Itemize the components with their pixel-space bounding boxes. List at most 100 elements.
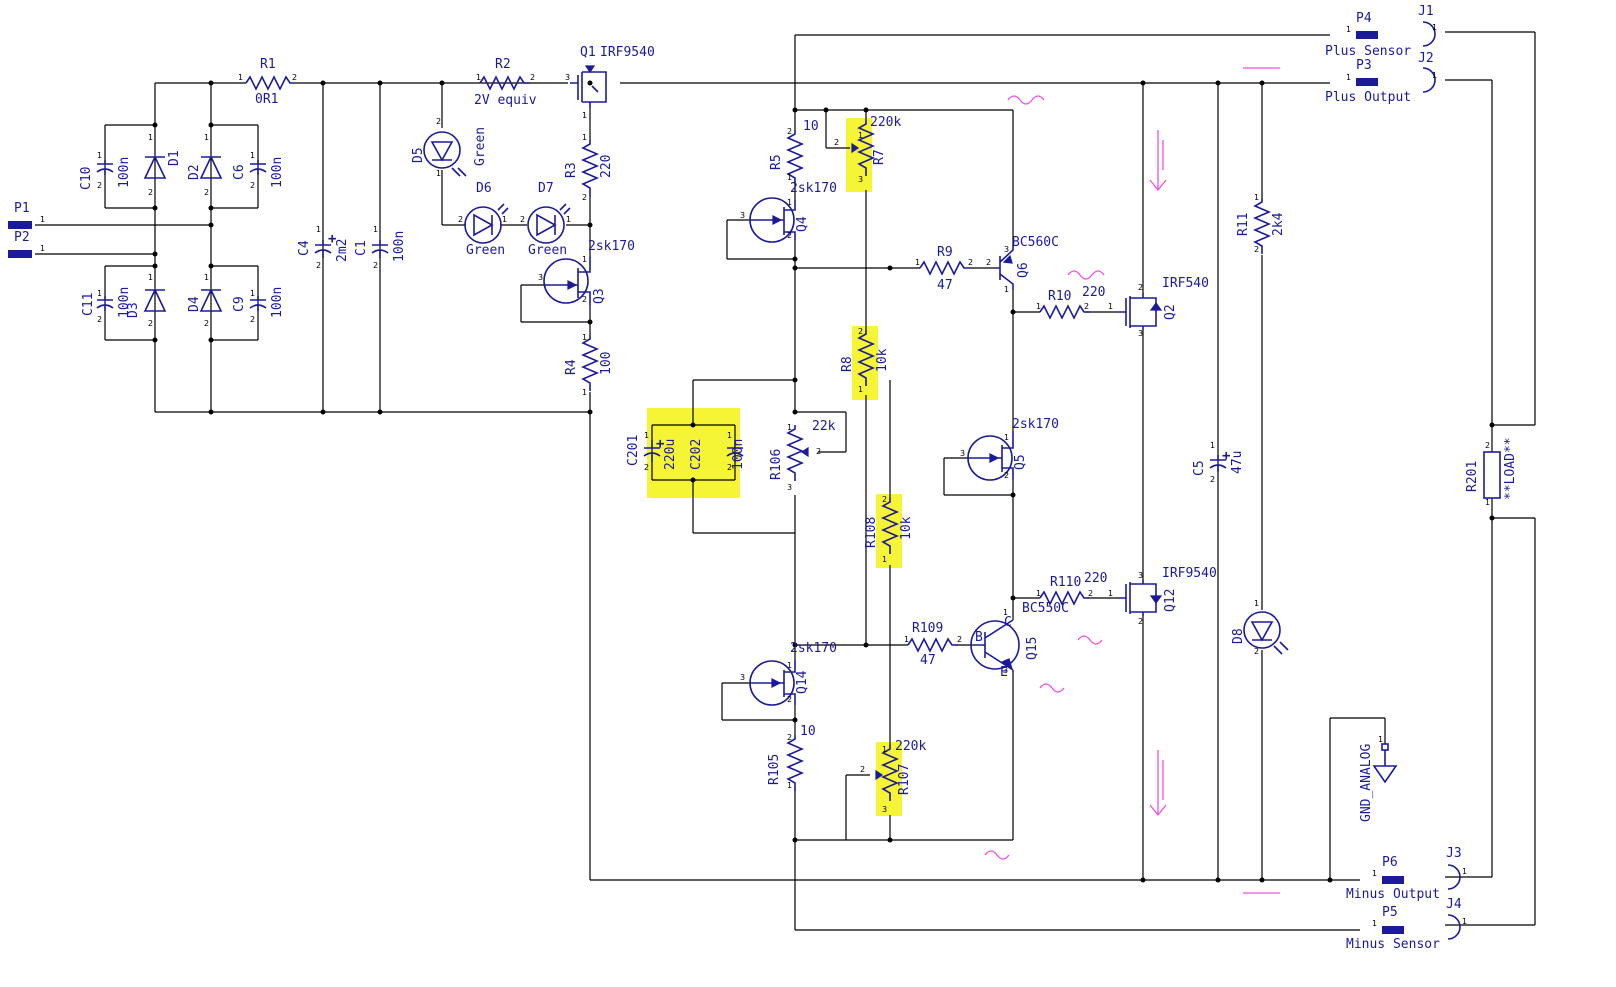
label-r110-value: 220 — [1084, 571, 1107, 586]
label-minus-sensor: Minus Sensor — [1346, 937, 1440, 952]
resistor-r3[interactable]: R3 220 — [564, 140, 614, 196]
port-p5[interactable]: P5 Minus Sensor — [1346, 905, 1440, 952]
resistor-r105[interactable]: R105 10 — [767, 724, 816, 791]
diode-d1[interactable]: D1 — [143, 150, 182, 179]
svg-text:2: 2 — [148, 319, 153, 328]
svg-text:1: 1 — [858, 385, 863, 394]
svg-text:2: 2 — [204, 319, 209, 328]
transistor-q6[interactable]: Q6 BC560C — [995, 235, 1059, 290]
svg-text:1: 1 — [1485, 498, 1490, 507]
svg-text:2: 2 — [787, 695, 792, 704]
svg-text:2: 2 — [250, 181, 255, 190]
capacitor-c10[interactable]: C10 100n — [79, 157, 132, 190]
jack-j1[interactable]: J1 — [1418, 4, 1436, 47]
port-p1[interactable]: P1 — [8, 201, 32, 229]
label-c201: C201 — [626, 435, 641, 466]
ground-symbol: GND_ANALOG — [1359, 743, 1398, 822]
label-q14-value: 2sk170 — [790, 641, 837, 656]
svg-text:1: 1 — [1254, 599, 1259, 608]
transistor-q15[interactable]: B C E Q15 BC550C — [970, 601, 1069, 680]
port-p3[interactable]: P3 Plus Output — [1325, 58, 1411, 105]
mosfet-q2[interactable]: Q2 IRF540 — [1118, 276, 1209, 330]
label-r10: R10 — [1048, 289, 1071, 304]
jack-j4[interactable]: J4 — [1446, 897, 1462, 940]
resistor-r8[interactable]: R8 10k — [840, 330, 890, 386]
label-d2: D2 — [187, 164, 202, 180]
svg-text:1: 1 — [1346, 73, 1351, 82]
capacitor-c6[interactable]: C6 100n — [232, 157, 285, 188]
label-c10: C10 — [79, 167, 94, 190]
resistor-r1[interactable]: R1 0R1 — [245, 57, 296, 107]
label-q2: Q2 — [1163, 304, 1178, 320]
label-r3-value: 220 — [599, 155, 614, 178]
port-p2[interactable]: P2 — [8, 230, 32, 258]
resistor-r201-load[interactable]: R201 **LOAD** — [1465, 437, 1518, 500]
jfet-q14[interactable]: Q14 2sk170 — [749, 641, 837, 706]
svg-text:1: 1 — [644, 431, 649, 440]
svg-text:1: 1 — [787, 173, 792, 182]
resistor-r11[interactable]: R11 2k4 — [1236, 198, 1286, 254]
diode-d3[interactable]: D3 — [126, 288, 167, 318]
label-c10-value: 100n — [117, 157, 132, 188]
label-r109-value: 47 — [920, 653, 936, 668]
capacitor-c11[interactable]: C11 100n — [81, 287, 132, 318]
svg-text:2: 2 — [1485, 441, 1490, 450]
svg-text:2: 2 — [1254, 647, 1259, 656]
capacitor-c202[interactable]: C202 100n — [689, 439, 746, 470]
label-q5: Q5 — [1013, 454, 1028, 470]
svg-text:2: 2 — [582, 193, 587, 202]
label-r109: R109 — [912, 621, 943, 636]
resistor-r2[interactable]: R2 2V equiv — [474, 57, 537, 108]
label-r108: R108 — [864, 517, 879, 548]
jack-j2[interactable]: J2 — [1418, 51, 1436, 93]
svg-text:2: 2 — [204, 188, 209, 197]
label-p3: P3 — [1356, 58, 1372, 73]
led-d7[interactable]: D7 Green — [527, 181, 571, 258]
potentiometer-r107[interactable]: R107 220k — [875, 739, 926, 801]
led-d8[interactable]: D8 — [1231, 611, 1289, 655]
resistor-r108[interactable]: R108 10k — [864, 498, 914, 554]
resistor-r109[interactable]: R109 47 — [907, 621, 958, 668]
led-d5[interactable]: D5 Green — [411, 127, 488, 177]
svg-text:1: 1 — [1372, 919, 1377, 928]
label-r108-value: 10k — [899, 516, 914, 540]
led-d6[interactable]: D6 Green — [464, 181, 509, 258]
label-q6: Q6 — [1016, 262, 1031, 278]
svg-text:1: 1 — [1378, 735, 1383, 744]
port-p4[interactable]: P4 Plus Sensor — [1325, 11, 1411, 59]
diode-d4[interactable]: D4 — [187, 288, 223, 312]
mosfet-q12[interactable]: Q12 IRF9540 — [1118, 566, 1217, 616]
svg-text:1: 1 — [502, 215, 507, 224]
svg-text:1: 1 — [250, 289, 255, 298]
svg-text:1: 1 — [97, 151, 102, 160]
label-r110: R110 — [1050, 575, 1081, 590]
resistor-r110[interactable]: R110 220 — [1039, 571, 1107, 606]
label-r5: R5 — [769, 154, 784, 170]
capacitor-c1[interactable]: C1 100n — [354, 231, 407, 262]
jfet-q4[interactable]: Q4 2sk170 — [749, 181, 837, 243]
capacitor-c9[interactable]: C9 100n — [232, 287, 285, 318]
label-d8: D8 — [1231, 628, 1246, 644]
jfet-q5[interactable]: Q5 2sk170 — [967, 417, 1059, 481]
potentiometer-r7[interactable]: R7 220k — [851, 115, 901, 176]
capacitor-c201[interactable]: + C201 220u — [626, 435, 678, 470]
capacitor-c4[interactable]: + C4 2m2 — [297, 231, 350, 262]
potentiometer-r106[interactable]: R106 22k — [769, 419, 836, 481]
resistor-r9[interactable]: R9 47 — [919, 245, 970, 293]
resistor-r5[interactable]: R5 10 — [769, 119, 819, 184]
label-j3: J3 — [1446, 846, 1462, 861]
capacitor-c5[interactable]: + C5 47u — [1192, 448, 1245, 476]
jack-j3[interactable]: J3 — [1446, 846, 1462, 890]
jfet-q3[interactable]: Q3 2sk170 — [543, 239, 635, 305]
resistor-r4[interactable]: R4 100 — [564, 335, 614, 391]
label-d7-value: Green — [528, 243, 567, 258]
label-q15-value: BC550C — [1022, 601, 1069, 616]
label-c1: C1 — [354, 240, 369, 256]
resistor-r10[interactable]: R10 220 — [1039, 285, 1105, 320]
mosfet-q1[interactable]: Q1 IRF9540 — [570, 45, 655, 108]
label-r2: R2 — [495, 57, 511, 72]
annotations — [984, 67, 1280, 894]
port-p6[interactable]: P6 Minus Output — [1346, 855, 1440, 902]
diode-d2[interactable]: D2 — [187, 155, 223, 180]
label-d6-value: Green — [466, 243, 505, 258]
